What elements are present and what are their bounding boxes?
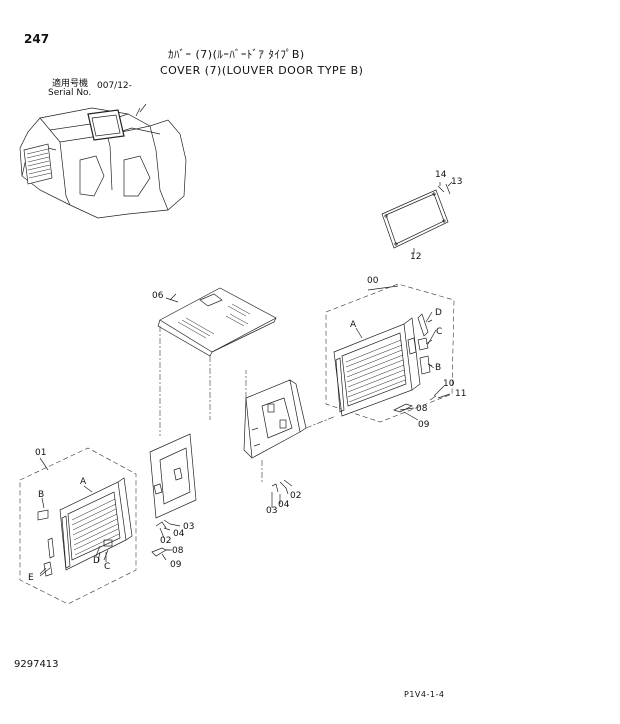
parts-group-00-hardware bbox=[393, 313, 437, 413]
callout-09-right: 09 bbox=[418, 420, 430, 430]
leader-lines bbox=[39, 285, 451, 575]
callout-02-left: 02 bbox=[160, 536, 171, 546]
callout-09-left: 09 bbox=[170, 560, 182, 570]
callout-10: 10 bbox=[443, 379, 455, 389]
diagram-title-english: COVER (7)(LOUVER DOOR TYPE B) bbox=[160, 64, 364, 77]
serial-label-japanese: 適用号機 bbox=[52, 79, 89, 89]
machine-overview-illustration bbox=[19, 103, 187, 219]
page-number: 247 bbox=[24, 32, 50, 46]
callout-C-right: C bbox=[436, 327, 442, 337]
callout-D-left: D bbox=[93, 556, 100, 566]
callout-C-left: C bbox=[104, 562, 110, 572]
callout-D-right: D bbox=[435, 308, 442, 318]
callout-E-left: E bbox=[28, 573, 34, 583]
callout-B-left: B bbox=[38, 490, 44, 500]
callout-B-right: B bbox=[435, 363, 441, 373]
callout-A-left: A bbox=[80, 477, 87, 487]
plate-assembly-12 bbox=[381, 181, 453, 254]
callout-03-left: 03 bbox=[183, 522, 194, 532]
callout-03-middle: 03 bbox=[266, 506, 277, 516]
hardware-02-03-04-middle bbox=[271, 479, 293, 493]
callout-14: 14 bbox=[435, 170, 447, 180]
serial-label-english: Serial No. bbox=[48, 88, 92, 98]
callout-06: 06 bbox=[152, 291, 164, 301]
callout-08-right: 08 bbox=[416, 404, 428, 414]
door-frame-middle bbox=[243, 379, 307, 459]
callout-01: 01 bbox=[35, 448, 46, 458]
louver-door-01 bbox=[59, 477, 133, 571]
callout-11: 11 bbox=[455, 389, 466, 399]
page-code: P1V4-1-4 bbox=[404, 690, 445, 699]
group-00-outline bbox=[325, 283, 455, 423]
callout-08-left: 08 bbox=[172, 546, 184, 556]
callout-A-right: A bbox=[350, 320, 357, 330]
side-panel-left bbox=[149, 433, 197, 519]
callout-04-middle: 04 bbox=[278, 500, 290, 510]
callout-02-middle: 02 bbox=[290, 491, 301, 501]
part-callout-labels: 00 01 06 12 13 14 A D C B 10 11 08 09 A … bbox=[28, 170, 466, 583]
callout-04-left: 04 bbox=[173, 529, 185, 539]
callout-13: 13 bbox=[451, 177, 462, 187]
serial-number-range: 007/12- bbox=[97, 81, 132, 91]
diagram-title-japanese: ｶﾊﾞｰ (7)(ﾙｰﾊﾞｰﾄﾞｱ ﾀｲﾌﾟB) bbox=[168, 48, 305, 61]
parts-group-01-hardware bbox=[37, 509, 109, 577]
roof-panel-06 bbox=[157, 287, 277, 357]
callout-12: 12 bbox=[410, 252, 421, 262]
louver-door-00 bbox=[333, 317, 421, 417]
callout-00: 00 bbox=[367, 276, 379, 286]
document-number: 9297413 bbox=[14, 659, 59, 670]
group-01-outline bbox=[19, 447, 137, 605]
